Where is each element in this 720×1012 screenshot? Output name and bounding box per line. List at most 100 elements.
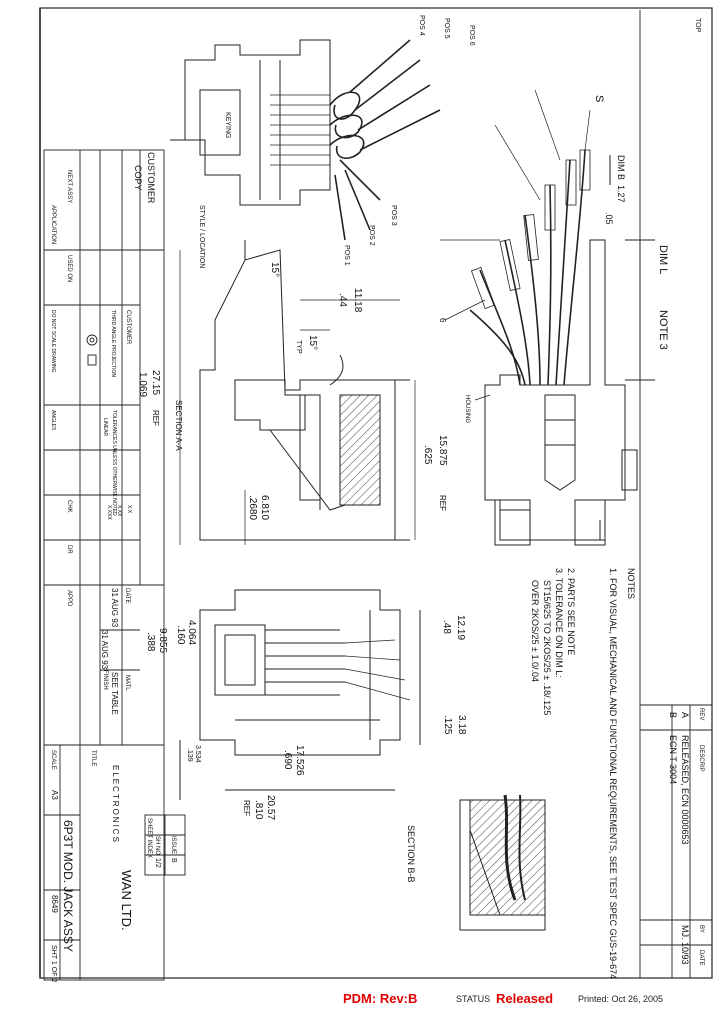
side-view-top <box>170 39 441 241</box>
footer-bar: PDM: Rev:B STATUS Released Printed: Oct … <box>0 985 720 1012</box>
angles-label: ANGLES <box>50 410 56 431</box>
sheet-index-header: SHEET INDEX <box>146 818 152 858</box>
dim-11-18: 11.18 <box>352 288 363 313</box>
front-view <box>179 589 421 800</box>
title-block <box>43 149 186 981</box>
pos-6-label: POS 6 <box>468 25 475 46</box>
keying-label: KEYING <box>224 112 231 138</box>
note-3: 3. TOLERANCE ON DIM L: <box>554 568 564 678</box>
tolerances-label: TOLERANCES UNLESS OTHERWISE NOTED <box>111 410 117 516</box>
pos-2-label: POS 2 <box>368 225 375 246</box>
pos-3-label: POS 3 <box>390 205 397 226</box>
dim-0-388: .388 <box>145 632 156 652</box>
dim-b-value: 1.27 <box>616 185 626 203</box>
dim-3-534: 3.534 <box>194 745 201 763</box>
sh-no-value: 1/2 <box>154 858 161 868</box>
next-assy-label: NEXT ASSY <box>66 170 72 203</box>
section-a-a <box>199 240 410 541</box>
issue-header: ISSUE <box>170 836 176 854</box>
pos-1-label: POS 1 <box>343 245 350 266</box>
customer-label: CUSTOMER <box>146 152 156 204</box>
dim-27-15: 27.15 <box>150 370 161 395</box>
rev-by-date: MJ. 10/93 <box>680 925 690 965</box>
revision-text: DESCRIP REV BY DATE A RELEASED, ECN 0000… <box>668 708 704 966</box>
dim-typ: TYP <box>295 340 302 354</box>
dwg-no-value: 8649 <box>50 895 59 913</box>
dim-b-label: DIM B <box>616 155 626 180</box>
dim-15deg-b: 15° <box>307 335 318 350</box>
scale-label: SCALE <box>50 750 56 770</box>
note-3a: ST15/625 TO 2KOS/25 ± .18/.125 <box>542 580 552 715</box>
dim-ref-2: REF <box>438 495 447 511</box>
rev-descrip-header: DESCRIP <box>698 745 704 772</box>
copy-label: COPY <box>133 165 143 191</box>
note-3-label: NOTE 3 <box>657 310 669 350</box>
rev-header: REV <box>698 708 704 720</box>
rev-a-letter: A <box>680 712 690 718</box>
date-header: DATE <box>124 588 130 604</box>
drawing-title: 6P3T MOD. JACK ASSY <box>61 820 75 952</box>
pos-4-label: POS 4 <box>418 15 425 36</box>
rev-date-header: DATE <box>698 950 704 966</box>
size-value: A3 <box>50 790 59 800</box>
customer-name-label: CUSTOMER <box>125 310 131 345</box>
status-label: STATUS <box>456 994 491 1004</box>
dim-4-064: 4.064 <box>186 620 197 645</box>
rev-b-desc: ECN T 3004 <box>668 735 678 784</box>
dim-20-57: 20.57 <box>265 795 276 820</box>
dim-0-160: .160 <box>175 625 186 645</box>
section-a-a-text: SECTION A-A 27.15 1.069 REF 11.18 .44 15… <box>137 262 448 520</box>
company-sub: ELECTRONICS <box>111 765 120 844</box>
issue-value: B <box>170 858 177 863</box>
dim-0-810: .810 <box>253 800 264 820</box>
dim-1-069: 1.069 <box>137 372 148 397</box>
matl-header: MATL <box>124 675 130 691</box>
tol-1: X.X <box>126 505 132 514</box>
s-label: S <box>593 95 605 102</box>
dim-0-625: .625 <box>422 445 433 465</box>
pos-5-label: POS 5 <box>443 18 450 39</box>
tol-2: X.XX <box>116 505 122 517</box>
company-name: WAN LTD. <box>119 870 134 931</box>
pdm-revision: PDM: Rev:B <box>343 991 418 1006</box>
used-on-label: USED ON <box>66 255 72 282</box>
dim-b-value-in: .05 <box>604 212 614 225</box>
printed-date: Printed: Oct 26, 2005 <box>578 994 664 1004</box>
dim-9-855: 9.855 <box>157 628 168 653</box>
section-aa-title: SECTION A-A <box>174 400 183 451</box>
dim-0-125: .125 <box>442 715 453 735</box>
top-label: TOP <box>694 18 701 33</box>
cable-assembly-view <box>440 89 655 546</box>
date-2: 31 AUG 93 <box>100 630 109 670</box>
finish-label: FINISH <box>102 670 108 690</box>
sh-no-header: SH NO <box>154 836 160 855</box>
engineering-drawing: CUSTOMER COPY NEXT ASSY APPLICATION USED… <box>39 7 713 982</box>
dim-0-139: .139 <box>186 748 193 762</box>
sheet-value: SHT 1 OF 2 <box>50 945 57 982</box>
section-b-b <box>459 794 546 931</box>
do-not-scale-label: DO NOT SCALE DRAWING <box>50 310 56 373</box>
appd-label: APPD <box>66 590 72 607</box>
section-a-a-dims <box>179 250 416 545</box>
dim-ref-1: REF <box>151 410 160 426</box>
notes-header: NOTES <box>626 568 636 599</box>
style-location-label: STYLE / LOCATION <box>198 205 205 268</box>
note-2: 2. PARTS SEE NOTE <box>566 568 576 655</box>
chk-label: CHK <box>66 500 72 513</box>
notes-block: NOTES 1. FOR VISUAL, MECHANICAL AND FUNC… <box>530 568 636 979</box>
matl-value: SEE TABLE <box>110 672 119 715</box>
top-view-labels: KEYING STYLE / LOCATION POS 6 POS 5 POS … <box>198 15 475 268</box>
dim-ref-3: REF <box>242 800 251 816</box>
dr-label: DR <box>66 545 72 554</box>
title-header: TITLE <box>90 750 96 766</box>
rev-b-letter: B <box>668 712 678 718</box>
linear-label: LINEAR <box>102 418 108 436</box>
title-block-text: CUSTOMER COPY NEXT ASSY APPLICATION USED… <box>50 152 177 982</box>
cable-view-text: DIM B 1.27 .05 DIM L NOTE 3 HOUSING S 6 … <box>438 18 701 423</box>
dim-17-526: 17.526 <box>294 745 305 776</box>
dim-0-690: .690 <box>282 750 293 770</box>
note-3b: OVER 2KOS/25 ± 1.0/.04 <box>530 580 540 682</box>
dim-12-19: 12.19 <box>455 615 466 640</box>
dim-0-44: .44 <box>337 293 348 307</box>
note-1: 1. FOR VISUAL, MECHANICAL AND FUNCTIONAL… <box>608 568 618 979</box>
